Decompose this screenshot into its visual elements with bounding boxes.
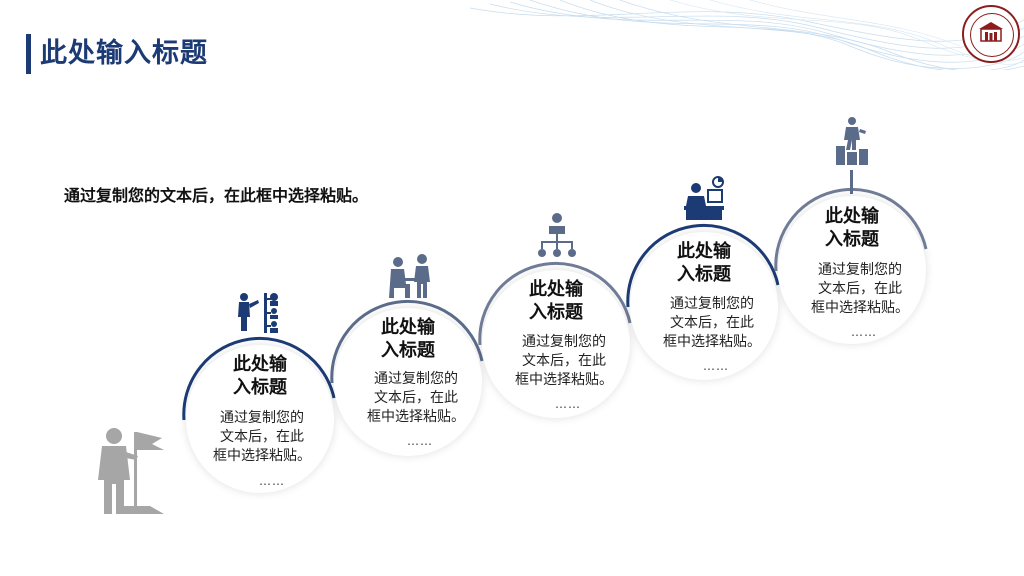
org-hierarchy-icon [538,213,576,257]
step-4-heading: 此处输 入标题 [630,240,778,286]
step-4-heading-line-1: 此处输 [677,241,731,262]
step-5-card [778,196,926,344]
step-1-body: 通过复制您的 文本后，在此 框中选择粘贴。 [188,409,336,466]
step-2-arc [330,299,484,384]
step-2-heading-line-1: 此处输 [381,317,435,338]
step-4-heading-line-2: 入标题 [677,264,731,285]
step-3-card [482,270,630,418]
step-1-heading-line-2: 入标题 [233,377,287,398]
step-5-ellipsis: …… [851,325,877,339]
intro-text: 通过复制您的文本后，在此框中选择粘贴。 [64,186,369,205]
step-5-body: 通过复制您的 文本后，在此 框中选择粘贴。 [786,261,934,318]
wave-lines-decoration [470,0,1024,70]
step-3-body-line-2: 文本后，在此 [522,353,606,369]
step-2-ellipsis: …… [407,434,433,448]
step-4-arc [626,223,780,308]
step-5-body-line-1: 通过复制您的 [818,262,902,278]
step-1-ellipsis: …… [259,474,285,488]
step-5-body-line-2: 文本后，在此 [818,281,902,297]
presenter-chart-icon [238,293,278,333]
step-3-heading: 此处输 入标题 [482,278,630,324]
step-1-body-line-3: 框中选择粘贴。 [213,448,311,464]
step-5-heading-line-2: 入标题 [825,229,879,250]
step-2-heading: 此处输 入标题 [334,316,482,362]
step-1-arc [182,336,336,421]
step-4-body-line-3: 框中选择粘贴。 [663,334,761,350]
step-3-body-line-1: 通过复制您的 [522,334,606,350]
step-4-card [630,232,778,380]
step-5-heading: 此处输 入标题 [778,205,926,251]
step-2-card [334,308,482,456]
climbing-steps-icon [836,117,868,165]
step-4-body-line-1: 通过复制您的 [670,296,754,312]
step-4-body: 通过复制您的 文本后，在此 框中选择粘贴。 [638,295,786,352]
step-1-body-line-2: 文本后，在此 [220,429,304,445]
step-3-arc [478,261,632,346]
university-seal-icon [962,5,1020,63]
step-5-connector-line [850,170,853,194]
step-1-heading: 此处输 入标题 [186,353,334,399]
step-4-ellipsis: …… [703,359,729,373]
step-3-heading-line-1: 此处输 [529,279,583,300]
page-title: 此处输入标题 [40,38,208,69]
meeting-people-icon [389,254,430,298]
step-2-body-line-3: 框中选择粘贴。 [367,409,465,425]
step-3-heading-line-2: 入标题 [529,302,583,323]
title-accent-bar [26,34,31,74]
step-2-body-line-1: 通过复制您的 [374,371,458,387]
step-2-body: 通过复制您的 文本后，在此 框中选择粘贴。 [342,370,490,427]
step-1-body-line-1: 通过复制您的 [220,410,304,426]
desk-worker-icon [684,176,724,220]
step-2-heading-line-2: 入标题 [381,340,435,361]
step-4-body-line-2: 文本后，在此 [670,315,754,331]
step-2-body-line-2: 文本后，在此 [374,390,458,406]
step-1-card [186,345,334,493]
step-3-ellipsis: …… [555,397,581,411]
flag-person-icon [98,428,164,514]
step-5-heading-line-1: 此处输 [825,206,879,227]
step-3-body: 通过复制您的 文本后，在此 框中选择粘贴。 [490,333,638,390]
step-5-arc [774,187,928,272]
step-3-body-line-3: 框中选择粘贴。 [515,372,613,388]
step-5-body-line-3: 框中选择粘贴。 [811,300,909,316]
step-1-heading-line-1: 此处输 [233,354,287,375]
